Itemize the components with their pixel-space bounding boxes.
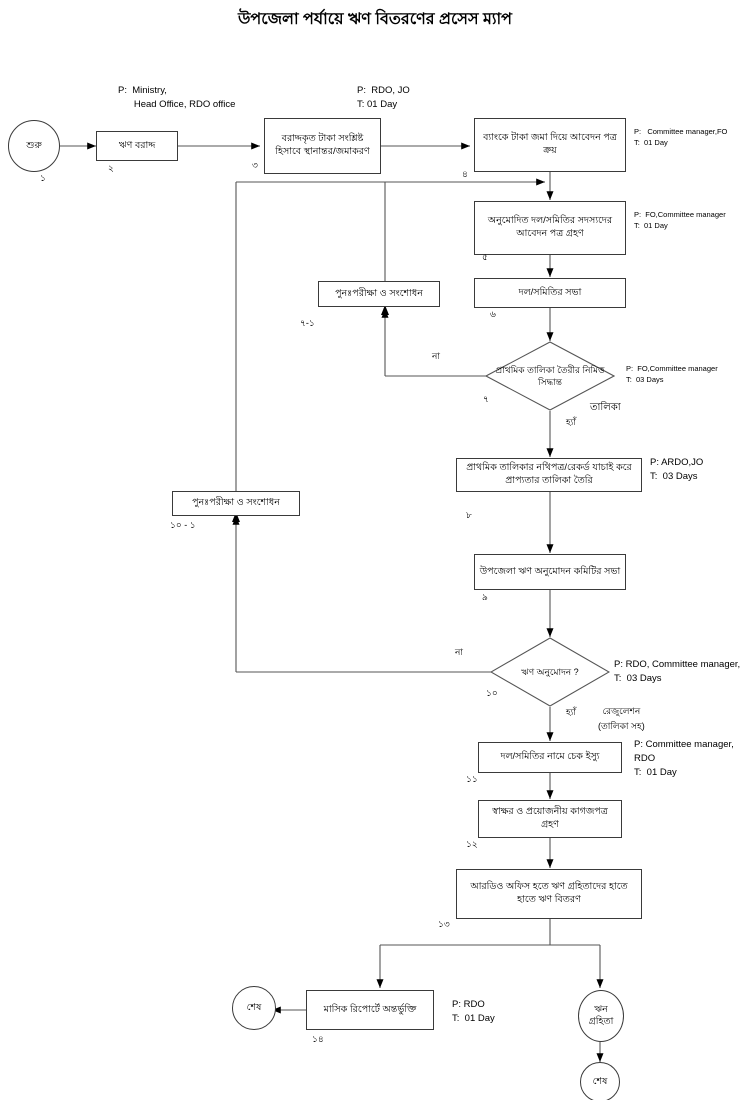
node-6-group-meeting[interactable]: দল/সমিতির সভা — [474, 278, 626, 308]
node-2-label: ঋণ বরাদ্দ — [118, 139, 156, 151]
node-14-number: ১৪ — [312, 1034, 324, 1044]
node-end-left-label: শেষ — [246, 1001, 262, 1013]
page-title: উপজেলা পর্যায়ে ঋণ বিতরণের প্রসেস ম্যাপ — [237, 11, 513, 28]
node-3-fund-transfer[interactable]: বরাদ্দকৃত টাকা সংশ্লিষ্ট হিসাবে স্থানান্… — [264, 118, 381, 174]
node-14-monthly-report[interactable]: মাসিক রিপোর্টে অন্তর্ভুক্তি — [306, 990, 434, 1030]
node-8-number: ৮ — [466, 510, 472, 520]
annotation-node-5: P: FO,Committee manager T: 01 Day — [634, 210, 726, 231]
node-end-bottom-label: শেষ — [592, 1075, 608, 1087]
node-3-label: বরাদ্দকৃত টাকা সংশ্লিষ্ট হিসাবে স্থানান্… — [275, 133, 370, 157]
node-9-label: উপজেলা ঋণ অনুমোদন কমিটির সভা — [479, 565, 621, 577]
annotation-node-3: P: RDO, JO T: 01 Day — [357, 85, 410, 110]
node-11-issue-cheque[interactable]: দল/সমিতির নামে চেক ইস্যু — [478, 742, 622, 773]
node-13-disburse-loan[interactable]: আরডিও অফিস হতে ঋণ গ্রহিতাদের হাতে হাতে ঋ… — [456, 869, 642, 919]
node-5-collect-applications[interactable]: অনুমোদিত দল/সমিতির সদস্যদের আবেদন পত্র গ… — [474, 201, 626, 255]
node-10-1-number: ১০ - ১ — [170, 520, 196, 530]
edge-label-list-7: তালিকা — [590, 402, 621, 413]
edge-label-no-10: না — [455, 647, 463, 657]
node-14-label: মাসিক রিপোর্টে অন্তর্ভুক্তি — [323, 1003, 417, 1015]
node-borrower-label: ঋন গ্রহিতা — [588, 1003, 614, 1027]
node-11-number: ১১ — [466, 774, 478, 784]
node-5-label: অনুমোদিত দল/সমিতির সদস্যদের আবেদন পত্র গ… — [487, 215, 613, 239]
node-7-1-label: পুনঃপরীক্ষা ও সংশোধন — [335, 287, 423, 299]
node-start-number: ১ — [40, 173, 46, 183]
node-borrower[interactable]: ঋন গ্রহিতা — [578, 990, 624, 1042]
annotation-node-2: P: Ministry, Head Office, RDO office — [118, 85, 236, 110]
node-4-number: ৪ — [462, 169, 468, 179]
node-8-label: প্রাথমিক তালিকার নথিপত্র/রেকর্ড যাচাই কর… — [466, 462, 632, 486]
node-9-number: ৯ — [482, 592, 488, 602]
node-4-buy-application-form[interactable]: ব্যাংকে টাকা জমা দিয়ে আবেদন পত্র ক্রয় — [474, 118, 626, 172]
node-12-collect-signature-documents[interactable]: স্বাক্ষর ও প্রয়োজনীয় কাগজপত্র গ্রহণ — [478, 800, 622, 838]
annotation-node-10: P: RDO, Committee manager, T: 03 Days — [614, 659, 741, 684]
edge-label-no-7: না — [432, 351, 440, 361]
node-3-number: ৩ — [252, 160, 258, 170]
edge-label-resolution-10: রেজুলেশন (তালিকা সহ) — [598, 706, 645, 731]
node-11-label: দল/সমিতির নামে চেক ইস্যু — [500, 751, 600, 763]
node-10-number: ১০ — [486, 688, 498, 698]
node-start-label: শুরু — [26, 139, 42, 151]
node-6-label: দল/সমিতির সভা — [518, 286, 582, 298]
node-end-left[interactable]: শেষ — [232, 986, 276, 1030]
node-10-decision[interactable]: ঋণ অনুমোদন ? — [489, 637, 611, 707]
node-start[interactable]: শুরু — [8, 120, 60, 172]
node-6-number: ৬ — [490, 309, 496, 319]
node-2-number: ২ — [108, 163, 114, 173]
annotation-node-4: P: Committee manager,FO T: 01 Day — [634, 127, 728, 148]
edge-label-yes-7: হ্যাঁ — [566, 417, 576, 427]
node-9-upazila-committee-meeting[interactable]: উপজেলা ঋণ অনুমোদন কমিটির সভা — [474, 554, 626, 590]
node-7-diamond-shape — [484, 341, 616, 411]
node-10-1-recheck-correction[interactable]: পুনঃপরীক্ষা ও সংশোধন — [172, 491, 300, 516]
annotation-node-8: P: ARDO,JO T: 03 Days — [650, 457, 704, 482]
node-10-1-label: পুনঃপরীক্ষা ও সংশোধন — [192, 497, 280, 509]
node-8-verify-records[interactable]: প্রাথমিক তালিকার নথিপত্র/রেকর্ড যাচাই কর… — [456, 458, 642, 492]
node-10-diamond-shape — [489, 637, 611, 707]
arrowhead-into-node-7-1 — [381, 305, 389, 315]
node-7-1-number: ৭-১ — [300, 318, 315, 328]
node-7-number: ৭ — [483, 394, 489, 404]
annotation-node-7: P: FO,Committee manager T: 03 Days — [626, 364, 718, 385]
node-7-label: প্রাথমিক তালিকা তৈরীর নিমিত্ত সিদ্ধান্ত — [495, 364, 605, 387]
annotation-node-14: P: RDO T: 01 Day — [452, 999, 495, 1024]
arrowhead-into-node-10-1 — [232, 512, 240, 522]
node-13-number: ১৩ — [438, 919, 450, 929]
node-2-loan-allocation[interactable]: ঋণ বরাদ্দ — [96, 131, 178, 161]
node-4-label: ব্যাংকে টাকা জমা দিয়ে আবেদন পত্র ক্রয় — [483, 132, 617, 156]
node-end-bottom[interactable]: শেষ — [580, 1062, 620, 1100]
node-7-1-recheck-correction[interactable]: পুনঃপরীক্ষা ও সংশোধন — [318, 281, 440, 307]
node-10-label: ঋণ অনুমোদন ? — [521, 666, 579, 677]
annotation-node-11: P: Committee manager, RDO T: 01 Day — [634, 739, 734, 778]
node-12-number: ১২ — [466, 839, 478, 849]
node-5-number: ৫ — [482, 252, 488, 262]
node-7-decision[interactable]: প্রাথমিক তালিকা তৈরীর নিমিত্ত সিদ্ধান্ত — [484, 341, 616, 411]
node-13-label: আরডিও অফিস হতে ঋণ গ্রহিতাদের হাতে হাতে ঋ… — [470, 881, 628, 905]
edge-label-yes-10: হ্যাঁ — [566, 707, 576, 717]
node-12-label: স্বাক্ষর ও প্রয়োজনীয় কাগজপত্র গ্রহণ — [492, 806, 608, 830]
